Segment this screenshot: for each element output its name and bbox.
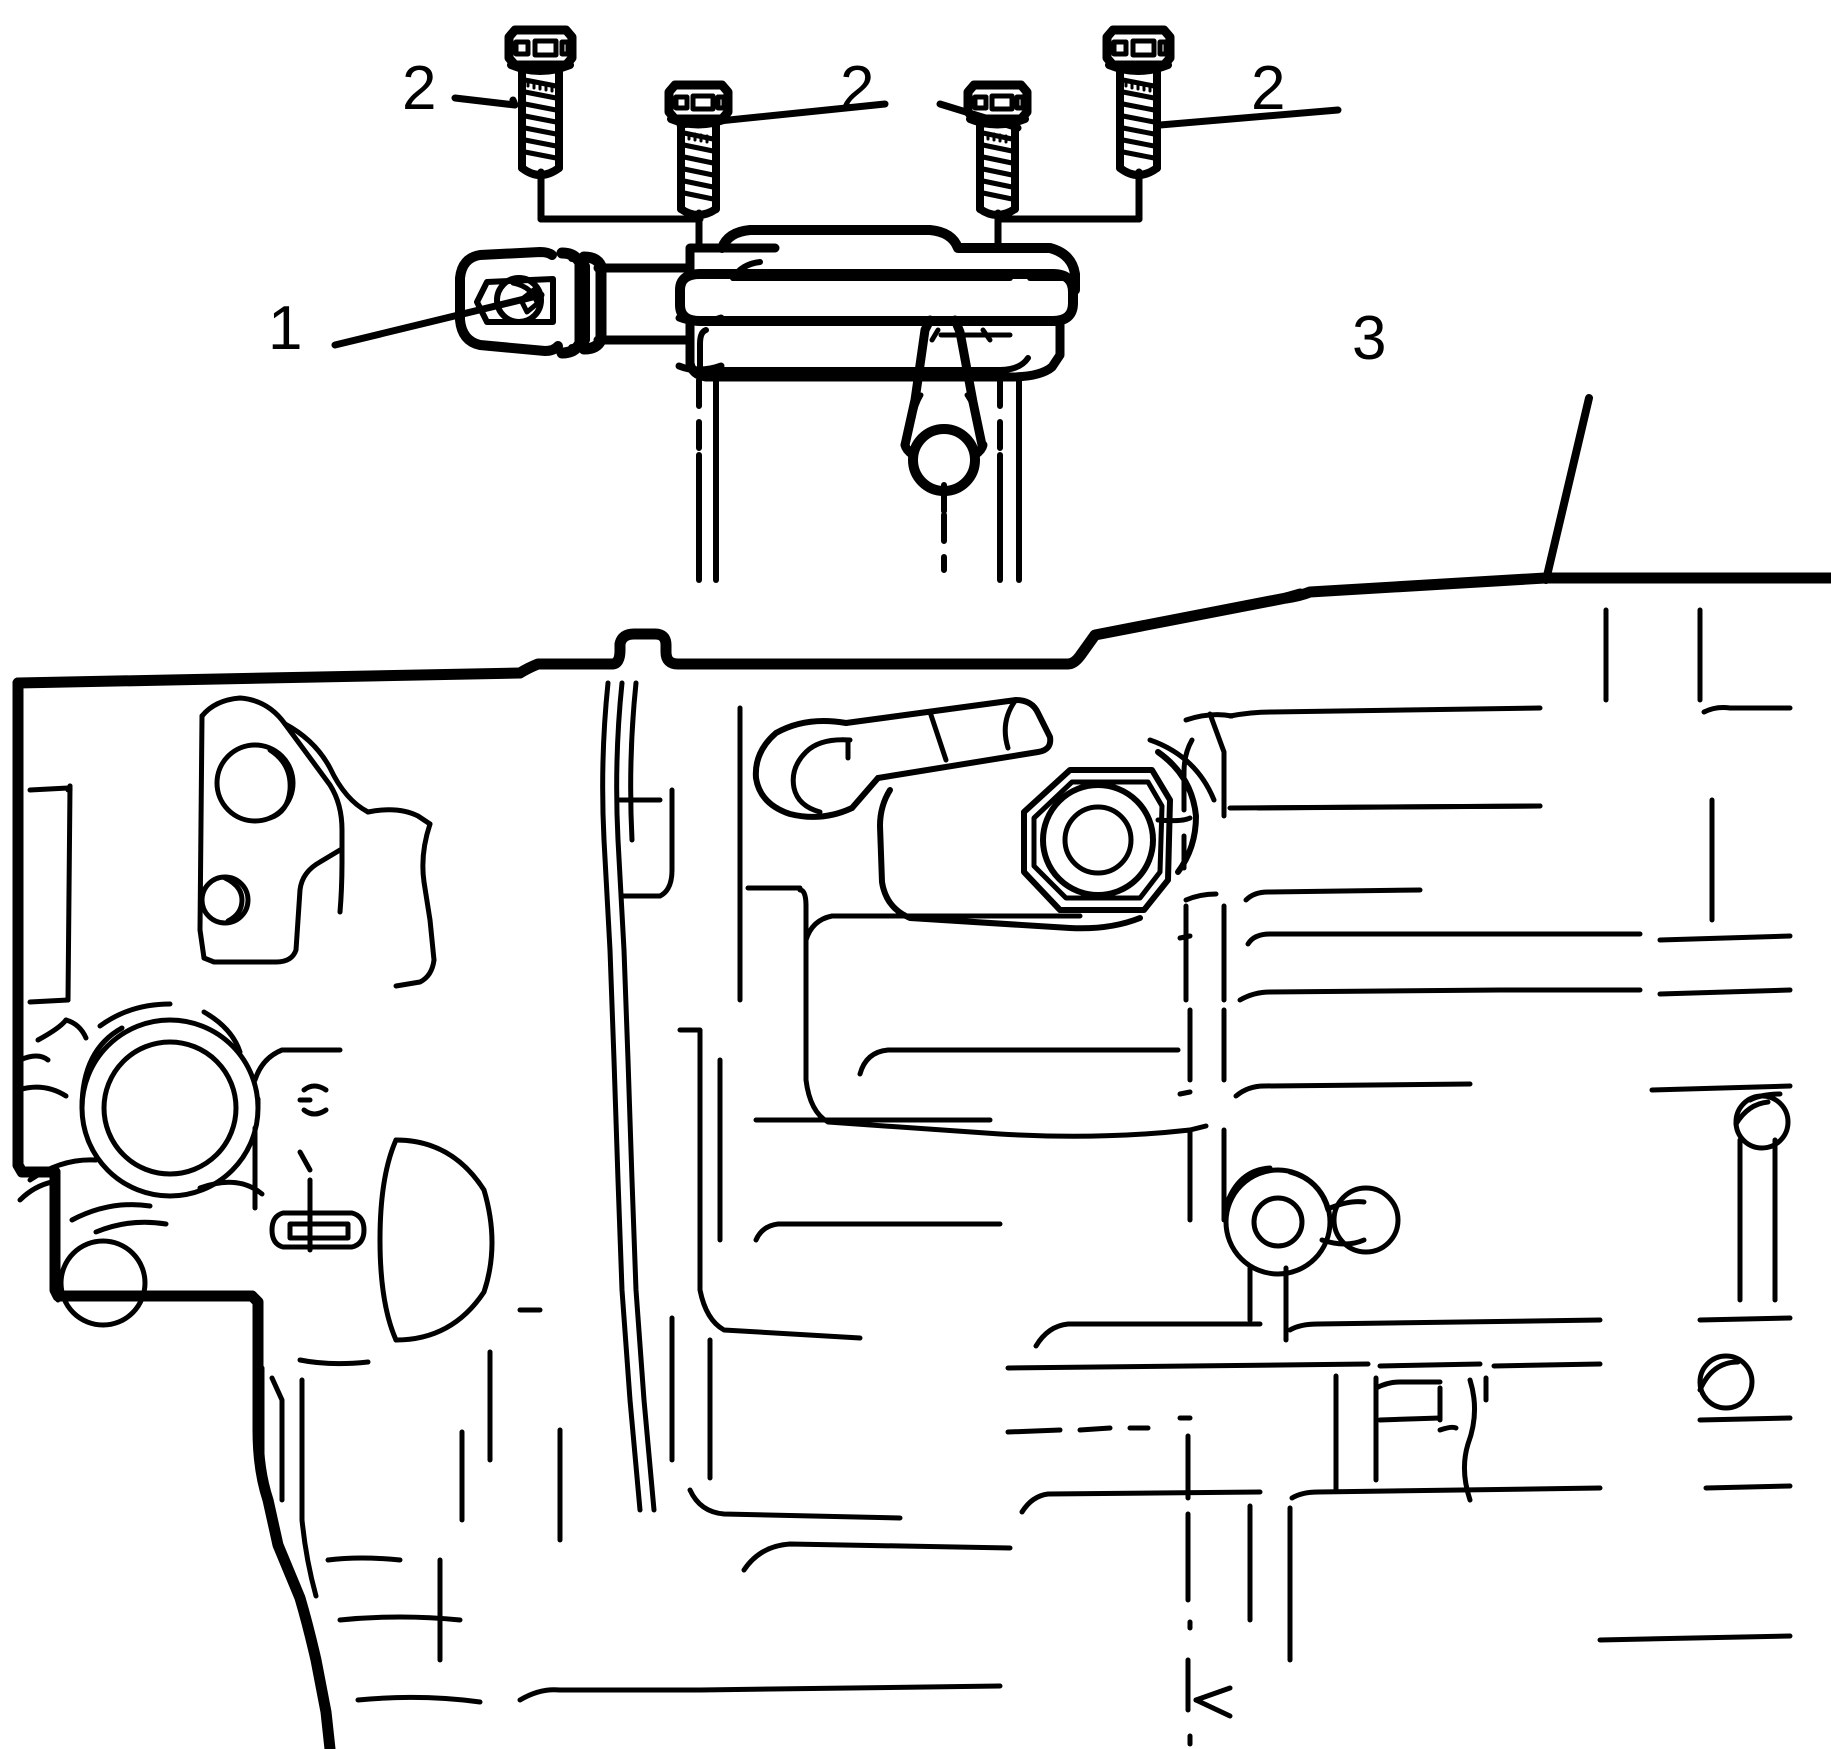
bolt-4	[1102, 25, 1175, 223]
leader-lines	[331, 94, 1593, 584]
bolt-3	[963, 80, 1032, 252]
bolt-1	[504, 25, 577, 223]
callout-label-2-right: 2	[1251, 54, 1286, 123]
callout-label-2-left: 2	[402, 54, 437, 123]
transmission-case	[12, 572, 1831, 1749]
callout-label-3: 3	[1352, 304, 1387, 373]
alignment-centerlines	[696, 377, 1022, 583]
callout-label-2-center: 2	[840, 54, 875, 123]
callout-label-1: 1	[268, 294, 303, 363]
speed-sensor-assembly	[455, 225, 1080, 496]
